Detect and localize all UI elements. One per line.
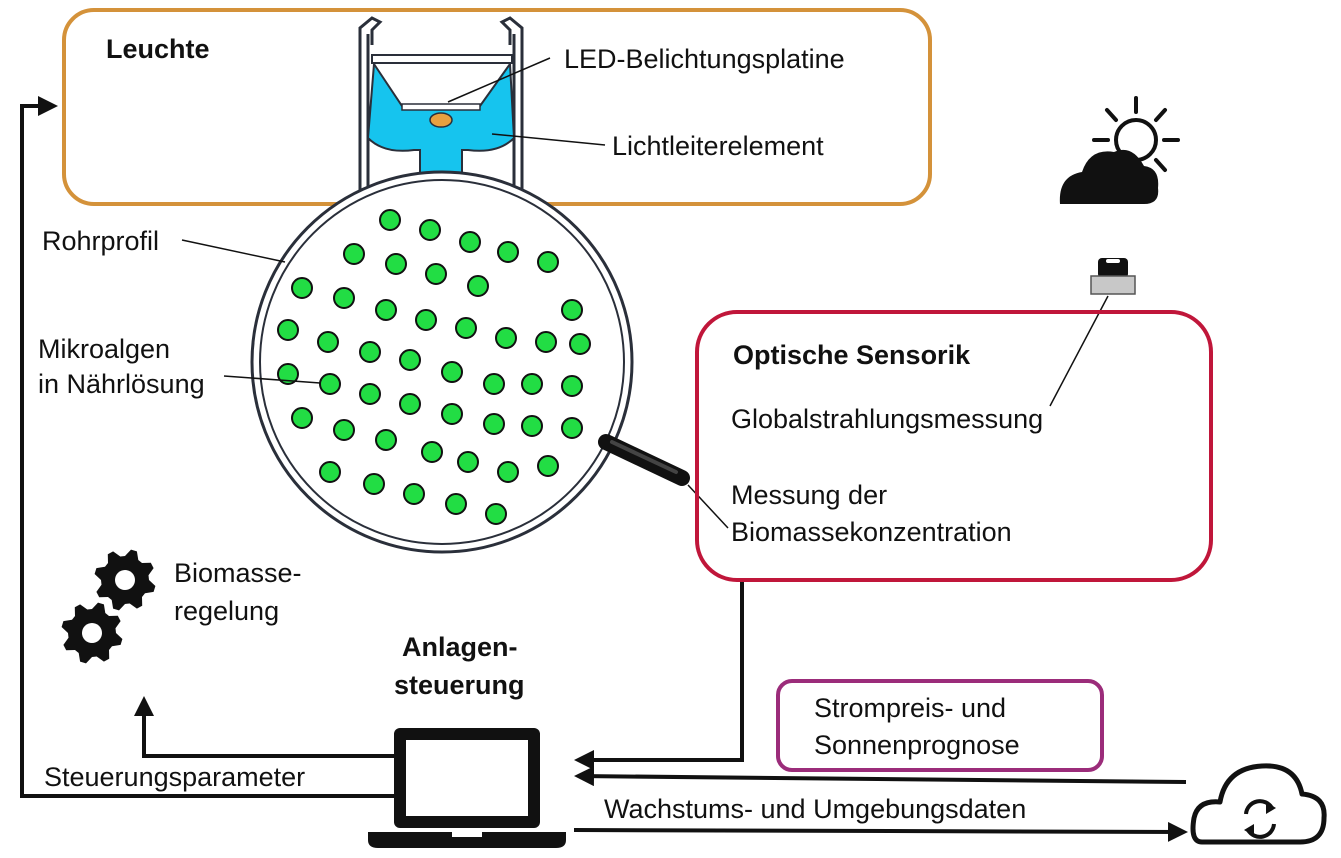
algae-cell	[343, 243, 365, 265]
algae-cell	[497, 461, 519, 483]
algae-cell	[521, 415, 543, 437]
algae-cell	[569, 333, 591, 355]
algae-cell	[495, 327, 517, 349]
algae-cell	[561, 417, 583, 439]
algae-cell	[561, 375, 583, 397]
algae-cell	[363, 473, 385, 495]
algae-cell	[403, 483, 425, 505]
regelung-line2: regelung	[174, 596, 279, 626]
algae-cell	[419, 219, 441, 241]
algae-cell	[441, 361, 463, 383]
steuerung-line2: steuerung	[394, 670, 525, 700]
algae-cell	[333, 287, 355, 309]
gear-icon	[61, 602, 123, 664]
prognose-box	[776, 679, 1104, 772]
algae-cell	[445, 493, 467, 515]
sensorik-biomasse-2: Biomassekonzentration	[731, 517, 1012, 547]
prognose-line1: Strompreis- und	[814, 693, 1006, 723]
sun-behind-cloud-icon	[1059, 96, 1180, 204]
algae-cell	[521, 373, 543, 395]
sensorik-box	[695, 310, 1213, 582]
algae-cell	[467, 275, 489, 297]
cloud-sync-icon	[1190, 763, 1327, 845]
label-mikroalgen-1: Mikroalgen	[38, 334, 170, 364]
flow-wachstumsdaten: Wachstums- und Umgebungsdaten	[604, 794, 1026, 824]
arrow-sensorik-to-steuerung	[574, 582, 744, 770]
algae-cell	[485, 503, 507, 525]
arrow-steuerung-to-cloud	[573, 821, 1188, 842]
luminaire-housing	[358, 16, 524, 195]
algae-cell	[317, 331, 339, 353]
algae-cell	[319, 373, 341, 395]
arrow-to-regelung	[134, 696, 394, 758]
flow-steuerungsparameter: Steuerungsparameter	[44, 762, 305, 792]
algae-cell	[291, 277, 313, 299]
algae-cell	[421, 441, 443, 463]
leuchte-title: Leuchte	[106, 34, 210, 64]
callout-rohrprofil	[181, 239, 286, 263]
laptop-icon	[368, 728, 566, 848]
tube-inner	[259, 179, 625, 545]
led-strip	[401, 103, 481, 111]
label-mikroalgen-2: in Nährlösung	[38, 369, 205, 399]
algae-cell	[535, 331, 557, 353]
algae-cell	[399, 393, 421, 415]
algae-cell	[277, 319, 299, 341]
algae-cells	[277, 209, 591, 525]
algae-cell	[425, 263, 447, 285]
callout-mikroalgen	[223, 375, 321, 384]
algae-cell	[457, 451, 479, 473]
algae-cell	[561, 299, 583, 321]
steuerung-line1: Anlagen-	[402, 632, 518, 662]
algae-cell	[415, 309, 437, 331]
callout-led	[447, 57, 551, 103]
label-lichtleiter: Lichtleiterelement	[612, 131, 824, 161]
prognose-line2: Sonnenprognose	[814, 730, 1020, 760]
algae-cell	[483, 373, 505, 395]
algae-cell	[455, 317, 477, 339]
algae-cell	[291, 407, 313, 429]
label-rohrprofil: Rohrprofil	[42, 226, 159, 256]
label-led-platine: LED-Belichtungsplatine	[564, 44, 845, 74]
biomass-probe	[598, 434, 690, 486]
algae-cell	[399, 349, 421, 371]
algae-cell	[277, 363, 299, 385]
algae-cell	[375, 299, 397, 321]
callout-probe	[687, 484, 729, 529]
led-chip	[429, 112, 453, 128]
algae-cell	[385, 253, 407, 275]
algae-cell	[537, 455, 559, 477]
arrow-to-leuchte	[20, 96, 394, 798]
callout-global-sensor	[1049, 295, 1109, 407]
algae-cell	[441, 403, 463, 425]
regelung-line1: Biomasse-	[174, 558, 302, 588]
algae-cell	[459, 231, 481, 253]
algae-cell	[537, 251, 559, 273]
algae-cell	[497, 241, 519, 263]
algae-cell	[359, 341, 381, 363]
sensorik-biomasse-1: Messung der	[731, 480, 887, 510]
algae-cell	[333, 419, 355, 441]
arrow-cloud-to-steuerung	[574, 766, 1187, 787]
algae-cell	[483, 413, 505, 435]
sensorik-global: Globalstrahlungsmessung	[731, 404, 1043, 434]
algae-cell	[375, 429, 397, 451]
callout-lichtleiter	[491, 133, 606, 146]
sensorik-title: Optische Sensorik	[733, 340, 971, 370]
light-sensor-icon	[1090, 258, 1136, 295]
algae-cell	[319, 461, 341, 483]
algae-cell	[359, 383, 381, 405]
tube-outer	[250, 170, 634, 554]
algae-cell	[379, 209, 401, 231]
gear-icon	[94, 549, 156, 611]
led-board	[371, 54, 513, 64]
